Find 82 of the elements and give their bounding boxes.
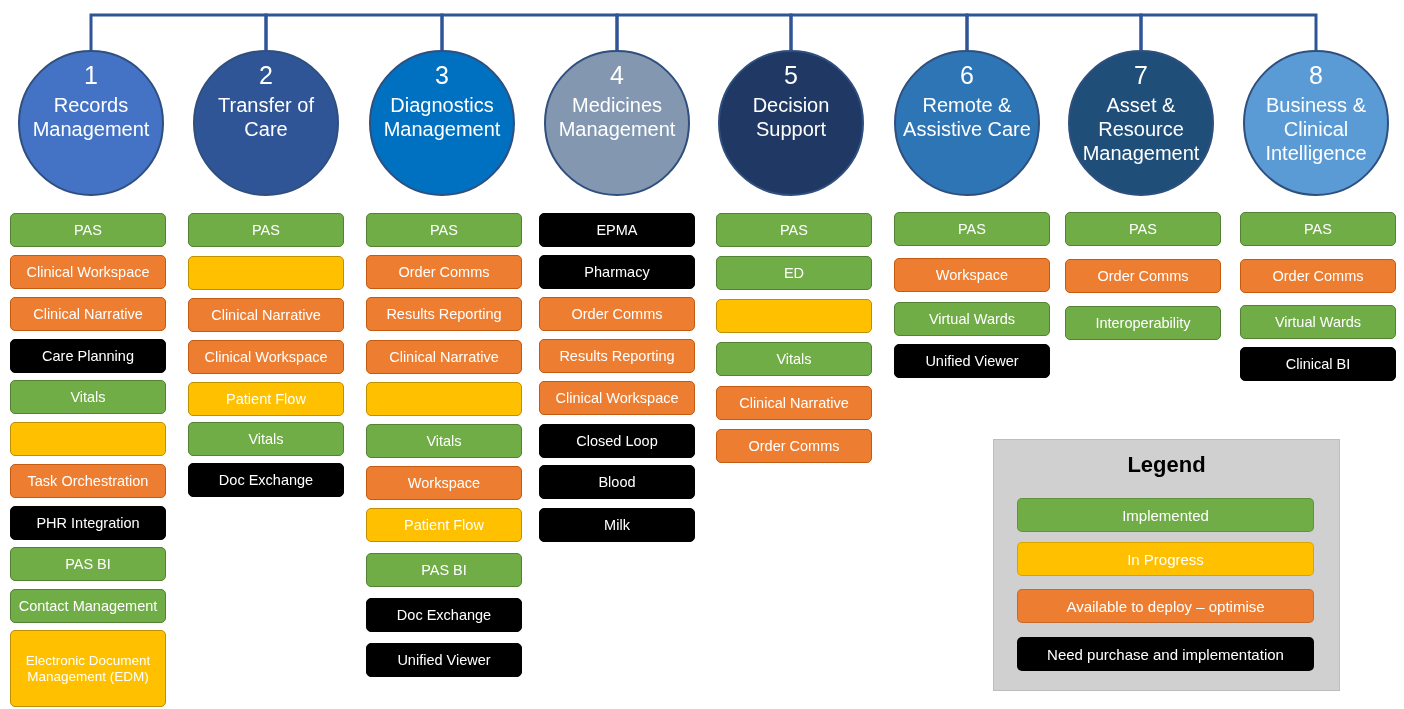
legend-title: Legend	[1126, 452, 1207, 478]
system-box: Clinical Workspace	[10, 255, 166, 289]
system-box: Unified Viewer	[366, 643, 522, 677]
system-box: Clinical BI	[1240, 347, 1396, 381]
system-box: PAS	[366, 213, 522, 247]
system-box: Vitals	[366, 424, 522, 458]
legend-item: Need purchase and implementation	[1017, 637, 1314, 671]
system-box: Care Planning	[10, 339, 166, 373]
connector-line	[965, 13, 1143, 50]
system-box	[716, 299, 872, 333]
system-box: Results Reporting	[539, 339, 695, 373]
system-box: PAS	[1240, 212, 1396, 246]
connector-line	[264, 13, 444, 50]
system-box: Vitals	[10, 380, 166, 414]
circle-title: Asset & Resource Management	[1081, 93, 1201, 165]
circle-number: 8	[1309, 60, 1323, 90]
system-box: ED	[716, 256, 872, 290]
system-box: EPMA	[539, 213, 695, 247]
system-box: PAS	[188, 213, 344, 247]
system-box: Workspace	[894, 258, 1050, 292]
system-box: Vitals	[716, 342, 872, 376]
system-box: Clinical Narrative	[10, 297, 166, 331]
system-box: Clinical Workspace	[188, 340, 344, 374]
circle-number: 7	[1134, 60, 1148, 90]
circle-title: Diagnostics Management	[382, 93, 502, 141]
system-box: Contact Management	[10, 589, 166, 623]
circle-number: 4	[610, 60, 624, 90]
system-box: Results Reporting	[366, 297, 522, 331]
system-box: Order Comms	[1240, 259, 1396, 293]
connector-line	[615, 13, 793, 50]
circle-title: Transfer of Care	[217, 93, 315, 141]
system-box: Virtual Wards	[894, 302, 1050, 336]
system-box: PAS	[1065, 212, 1221, 246]
system-box: Milk	[539, 508, 695, 542]
system-box: PAS BI	[10, 547, 166, 581]
legend-item: In Progress	[1017, 542, 1314, 576]
system-box: PAS BI	[366, 553, 522, 587]
circle-title: Records Management	[31, 93, 151, 141]
system-box: PHR Integration	[10, 506, 166, 540]
circle-title: Business & Clinical Intelligence	[1264, 93, 1368, 165]
system-box: Blood	[539, 465, 695, 499]
circle-number: 5	[784, 60, 798, 90]
system-box: Vitals	[188, 422, 344, 456]
system-box: Unified Viewer	[894, 344, 1050, 378]
system-box: Pharmacy	[539, 255, 695, 289]
system-box: Order Comms	[366, 255, 522, 289]
system-box: Workspace	[366, 466, 522, 500]
circle-number: 3	[435, 60, 449, 90]
system-box: Closed Loop	[539, 424, 695, 458]
circle-number: 6	[960, 60, 974, 90]
system-box: PAS	[10, 213, 166, 247]
connector-line	[789, 13, 969, 50]
system-box: Clinical Narrative	[716, 386, 872, 420]
system-box: Doc Exchange	[188, 463, 344, 497]
circle-number: 1	[84, 60, 98, 90]
system-box	[10, 422, 166, 456]
connector-line	[1139, 13, 1318, 50]
system-box	[188, 256, 344, 290]
circle-title: Decision Support	[751, 93, 831, 141]
system-box: Electronic Document Management (EDM)	[10, 630, 166, 707]
system-box: Clinical Narrative	[188, 298, 344, 332]
system-box: Patient Flow	[366, 508, 522, 542]
system-box: PAS	[716, 213, 872, 247]
circle-number: 2	[259, 60, 273, 90]
system-box: Task Orchestration	[10, 464, 166, 498]
legend-item: Implemented	[1017, 498, 1314, 532]
system-box: Virtual Wards	[1240, 305, 1396, 339]
circle-title: Medicines Management	[557, 93, 677, 141]
connector-line	[440, 13, 619, 50]
system-box: PAS	[894, 212, 1050, 246]
system-box: Interoperability	[1065, 306, 1221, 340]
system-box: Clinical Workspace	[539, 381, 695, 415]
system-box: Order Comms	[716, 429, 872, 463]
system-box	[366, 382, 522, 416]
system-box: Order Comms	[539, 297, 695, 331]
system-box: Patient Flow	[188, 382, 344, 416]
legend-item: Available to deploy – optimise	[1017, 589, 1314, 623]
system-box: Doc Exchange	[366, 598, 522, 632]
connector-line	[89, 13, 268, 50]
circle-title: Remote & Assistive Care	[902, 93, 1032, 141]
system-box: Order Comms	[1065, 259, 1221, 293]
system-box: Clinical Narrative	[366, 340, 522, 374]
